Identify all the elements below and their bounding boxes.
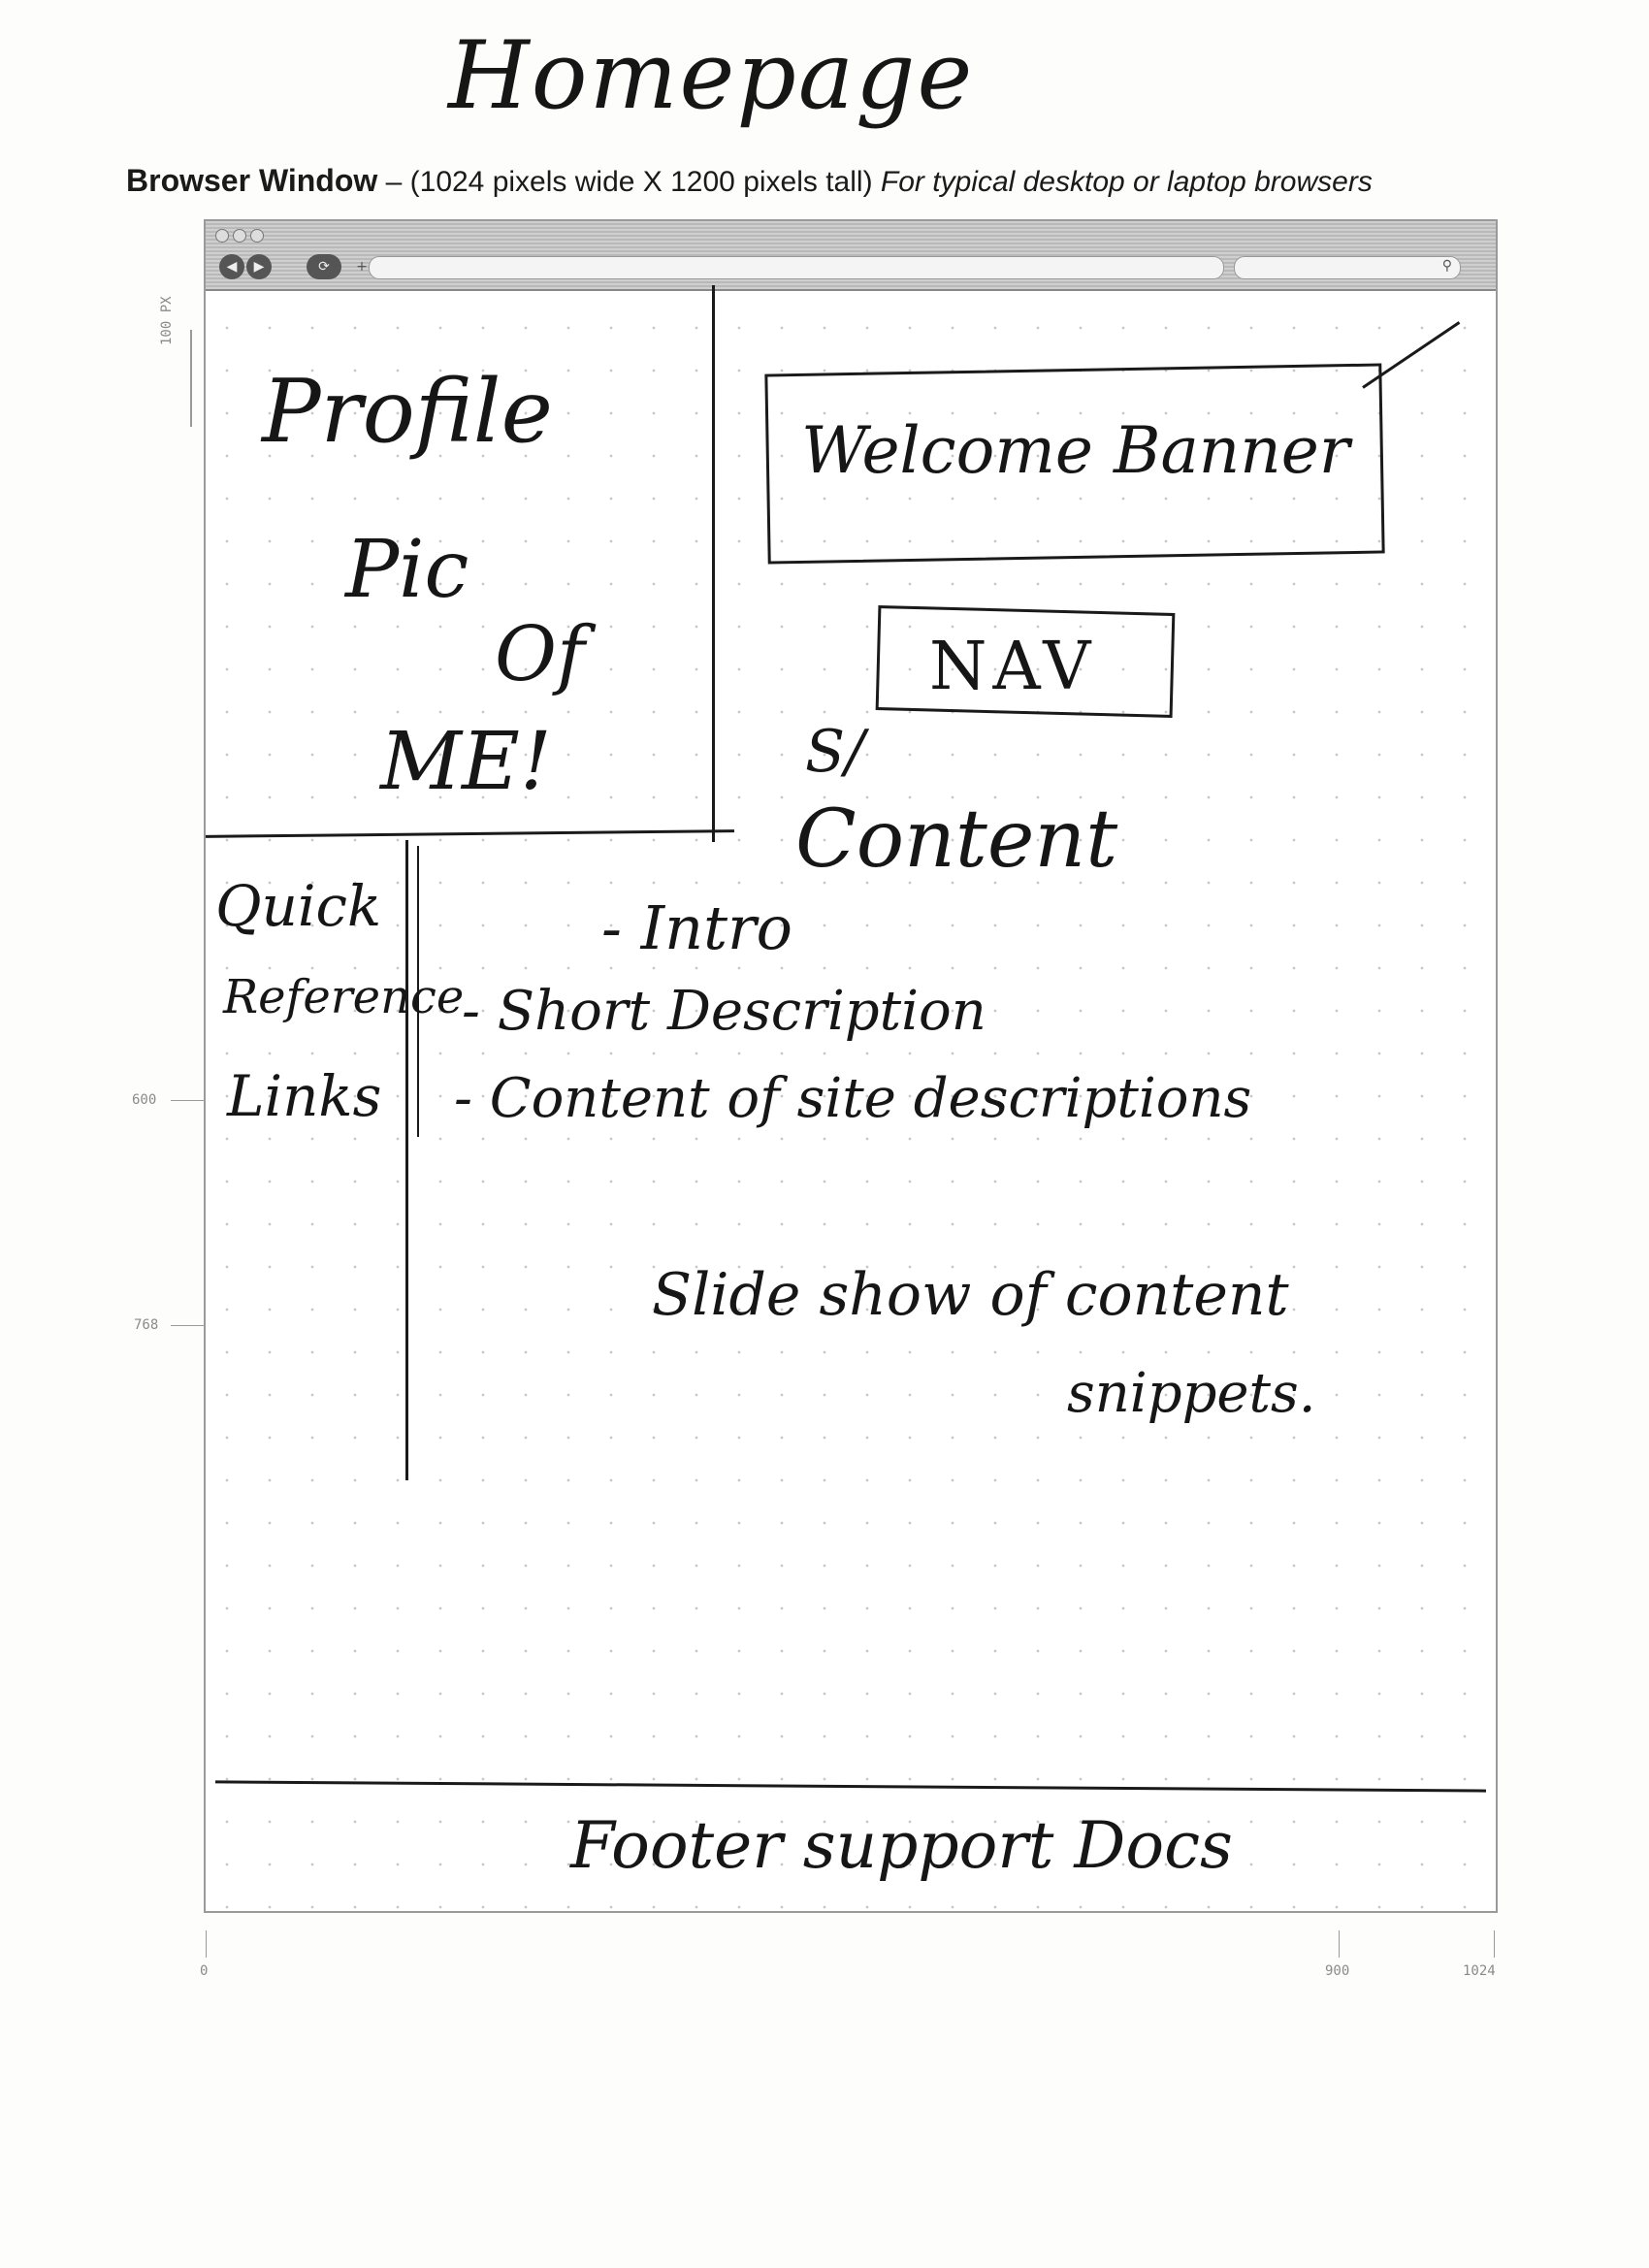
ruler-768-tick <box>171 1325 204 1326</box>
minimize-window-icon[interactable] <box>233 229 246 243</box>
url-input[interactable] <box>369 256 1224 279</box>
welcome-banner-label: Welcome Banner <box>801 413 1350 488</box>
caption-dash: – <box>377 166 410 198</box>
sidebar-label-line2: Reference <box>223 970 465 1024</box>
ruler-1024-tick <box>1494 1930 1495 1958</box>
profile-label-line3: Of <box>495 611 585 698</box>
ruler-0-tick <box>206 1930 207 1958</box>
back-arrow-icon[interactable]: ◀ <box>219 254 244 279</box>
browser-search-input[interactable]: ⚲ <box>1234 256 1461 279</box>
caption-italic: For typical desktop or laptop browsers <box>880 166 1373 198</box>
window-caption: Browser Window – (1024 pixels wide X 120… <box>126 163 1373 199</box>
ruler-768-label: 768 <box>134 1317 159 1333</box>
profile-label-line4: ME! <box>380 716 552 808</box>
forward-arrow-icon[interactable]: ▶ <box>246 254 272 279</box>
content-prefix: S/ <box>805 718 865 786</box>
nav-label: NAV <box>929 629 1097 705</box>
caption-dimensions: (1024 pixels wide X 1200 pixels tall) <box>409 166 873 198</box>
profile-label-line2: Pic <box>345 524 469 616</box>
sidebar-label-line1: Quick <box>215 873 382 939</box>
footer-label: Footer support Docs <box>570 1808 1233 1883</box>
reload-icon[interactable]: ⟳ <box>307 254 341 279</box>
sidebar-label-line3: Links <box>227 1063 382 1129</box>
ruler-600-tick <box>171 1100 204 1101</box>
content-item-intro: - Intro <box>601 892 792 963</box>
content-item-short-description: - Short Description <box>462 980 986 1043</box>
close-window-icon[interactable] <box>215 229 229 243</box>
ruler-600-label: 600 <box>132 1092 157 1108</box>
ruler-100px-label: 100 PX <box>159 296 175 345</box>
browser-window: ◀ ▶ ⟳ + ⚲ <box>204 219 1498 1913</box>
profile-box-right-edge <box>712 285 715 842</box>
content-heading: Content <box>795 794 1118 886</box>
slideshow-label-line1: Slide show of content <box>652 1261 1289 1329</box>
ruler-1024-label: 1024 <box>1463 1963 1496 1979</box>
content-item-site-descriptions: - Content of site descriptions <box>454 1067 1252 1130</box>
browser-toolbar: ◀ ▶ ⟳ + ⚲ <box>206 221 1496 291</box>
ruler-900-label: 900 <box>1325 1963 1350 1979</box>
search-icon: ⚲ <box>1441 258 1452 274</box>
sidebar-divider-double <box>417 846 419 1137</box>
slideshow-label-line2: snippets. <box>1067 1362 1316 1425</box>
profile-label-line1: Profile <box>262 361 553 463</box>
caption-bold: Browser Window <box>126 163 378 198</box>
add-tab-icon[interactable]: + <box>356 259 368 275</box>
sidebar-divider <box>405 840 408 1480</box>
ruler-0-label: 0 <box>200 1963 209 1979</box>
maximize-window-icon[interactable] <box>250 229 264 243</box>
sheet-title: Homepage <box>448 21 975 130</box>
ruler-bracket <box>190 330 192 427</box>
ruler-900-tick <box>1339 1930 1340 1958</box>
